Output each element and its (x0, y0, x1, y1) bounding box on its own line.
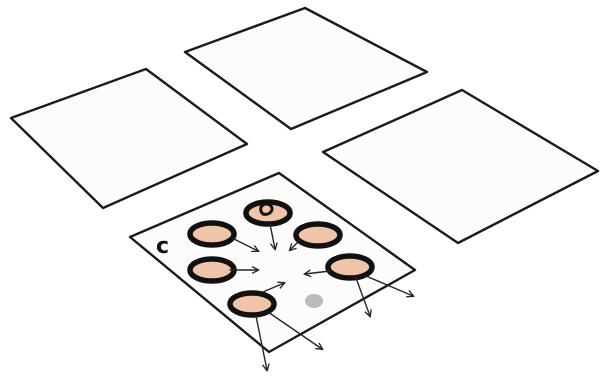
cell-3 (296, 224, 340, 246)
cell-1 (190, 223, 234, 245)
panel-top-left (11, 69, 247, 208)
cell-2 (246, 202, 290, 224)
panel-c: c (130, 173, 415, 370)
panel-top-middle (185, 8, 427, 129)
cell-5 (328, 256, 372, 278)
cell-4 (190, 259, 234, 281)
stain-mark (305, 294, 323, 308)
panel-right (323, 90, 598, 243)
panel-label: c (156, 234, 169, 259)
